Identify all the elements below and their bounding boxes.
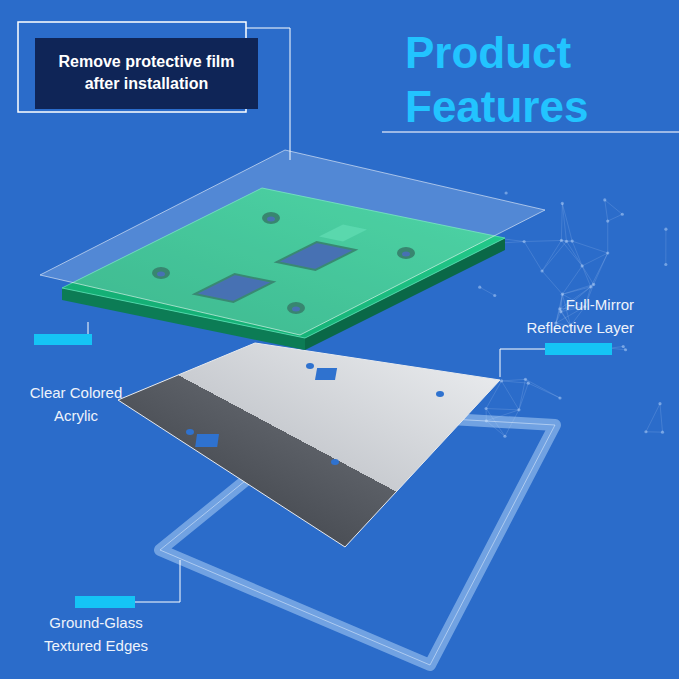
network-dot [540, 269, 543, 272]
network-dot [622, 345, 625, 348]
network-dot [524, 378, 527, 381]
leader-line [500, 349, 545, 377]
network-line [486, 409, 519, 410]
network-line [566, 241, 582, 266]
network-line [480, 287, 495, 295]
network-line [542, 241, 566, 271]
part-label: Ground-Glass Textured Edges [30, 612, 162, 657]
mirror-hole [186, 429, 194, 435]
network-line [560, 294, 563, 309]
title-underline [382, 131, 679, 133]
network-dot [606, 219, 609, 222]
network-dot [658, 402, 661, 405]
network-dot [621, 213, 624, 216]
network-line [525, 379, 560, 398]
network-line [572, 241, 582, 266]
network-dot [624, 348, 627, 351]
mirror-opening [315, 368, 337, 380]
network-line [501, 381, 528, 383]
network-line [582, 266, 591, 287]
label-swatch [75, 596, 135, 608]
network-dot [493, 294, 496, 297]
network-line [646, 404, 660, 432]
network-dot [565, 240, 568, 243]
network-line [607, 221, 608, 253]
part-label: Full-Mirror Reflective Layer [498, 294, 634, 339]
mirror-hole [331, 459, 339, 465]
network-line [562, 284, 593, 294]
network-dot [503, 435, 506, 438]
network-line [501, 379, 525, 381]
note-box: Remove protective film after installatio… [35, 38, 258, 109]
network-dot [644, 430, 647, 433]
network-dot [561, 202, 564, 205]
network-dot [527, 382, 530, 385]
network-line [582, 253, 608, 266]
mirror-hole [436, 391, 444, 397]
mirror-hole [306, 363, 314, 369]
network-line [665, 229, 666, 264]
network-dot [589, 285, 592, 288]
part-label: Clear Colored Acrylic [14, 382, 138, 427]
network-line [646, 431, 663, 432]
network-line [561, 203, 563, 240]
mirror-layer [118, 343, 500, 547]
network-dot [517, 408, 520, 411]
title: Product Features [405, 26, 673, 133]
network-dot [592, 283, 595, 286]
network-dot [664, 228, 667, 231]
network-dot [561, 293, 564, 296]
network-dot [558, 396, 561, 399]
network-dot [558, 307, 561, 310]
network-line [572, 241, 608, 253]
mirror-opening [195, 434, 219, 447]
network-line [605, 200, 623, 214]
network-line [519, 379, 525, 410]
network-line [562, 203, 572, 241]
network-line [562, 203, 566, 241]
network-line [524, 240, 561, 241]
network-dot [560, 239, 563, 242]
network-line [591, 253, 608, 287]
network-dot [523, 240, 526, 243]
network-line [608, 214, 623, 221]
note-text: Remove protective film after installatio… [45, 51, 248, 96]
network-line [501, 381, 518, 410]
network-dot [505, 191, 508, 194]
network-line [562, 266, 582, 294]
network-dot [559, 310, 562, 313]
network-dot [485, 407, 488, 410]
network-line [605, 200, 608, 221]
network-dot [606, 251, 609, 254]
network-line [542, 240, 561, 271]
network-line [582, 266, 593, 285]
network-dot [581, 264, 584, 267]
network-line [594, 253, 608, 284]
protective-film [40, 150, 545, 335]
label-swatch [34, 334, 92, 345]
network-dot [661, 431, 664, 434]
leader-line [88, 322, 89, 334]
network-dot [478, 286, 481, 289]
network-line [524, 242, 542, 271]
label-swatch [545, 343, 612, 355]
network-dot [664, 263, 667, 266]
leader-line [135, 560, 180, 602]
network-line [542, 271, 562, 294]
network-dot [603, 198, 606, 201]
network-dot [571, 240, 574, 243]
network-line [660, 404, 663, 432]
